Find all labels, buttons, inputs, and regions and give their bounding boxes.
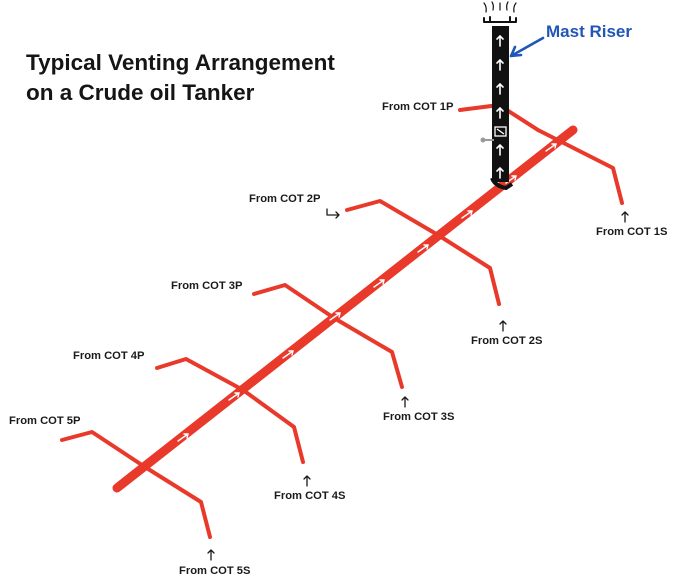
branch-cot4s bbox=[241, 388, 305, 464]
label-cot2s: From COT 2S bbox=[471, 335, 543, 347]
flow-arrow-icon bbox=[545, 143, 557, 152]
flow-arrow-icon bbox=[496, 58, 504, 71]
mast-flow-arrows bbox=[496, 34, 504, 179]
up-arrow-icon bbox=[303, 475, 311, 487]
flow-arrow-icon bbox=[496, 143, 504, 156]
label-cot2p: From COT 2P bbox=[249, 193, 321, 205]
mast-riser-pointer-arrow bbox=[509, 36, 545, 58]
flow-arrow-icon bbox=[417, 244, 429, 253]
mast-riser-bottom-bend bbox=[490, 177, 514, 191]
up-arrow-icon bbox=[499, 320, 507, 332]
flow-arrow-icon bbox=[228, 392, 240, 401]
flow-arrow-icon bbox=[373, 279, 385, 288]
branch-cot1s bbox=[536, 128, 624, 205]
mast-riser-label: Mast Riser bbox=[546, 22, 632, 41]
diagram-title-line-2: on a Crude oil Tanker bbox=[26, 80, 255, 105]
branch-cot3s bbox=[332, 316, 404, 389]
flow-arrow-icon bbox=[496, 82, 504, 95]
branch-cot3 bbox=[252, 283, 404, 389]
branch-cot2s bbox=[436, 233, 501, 306]
branch-cot2p bbox=[345, 199, 440, 237]
mast-riser-pipe bbox=[492, 26, 509, 182]
up-arrow-icon bbox=[621, 211, 629, 223]
main-vent-header bbox=[112, 125, 578, 493]
label-cot3p: From COT 3P bbox=[171, 280, 243, 292]
label-cot4p: From COT 4P bbox=[73, 350, 145, 362]
flow-arrow-icon bbox=[496, 106, 504, 119]
branch-cot5p bbox=[60, 430, 147, 469]
flow-arrow-icon bbox=[461, 210, 473, 219]
branch-cot4p bbox=[155, 357, 245, 392]
flow-arrow-icon bbox=[496, 34, 504, 47]
header-flow-arrows bbox=[177, 143, 557, 442]
flow-arrow-icon bbox=[282, 350, 294, 359]
flow-arrow-icon bbox=[329, 312, 341, 321]
label-cot1s: From COT 1S bbox=[596, 226, 668, 238]
mast-valve bbox=[494, 126, 507, 137]
up-arrow-icon bbox=[401, 396, 409, 408]
branch-cot4 bbox=[155, 357, 305, 464]
flow-arrow-icon bbox=[177, 433, 189, 442]
branch-cot5 bbox=[60, 430, 212, 539]
mast-riser bbox=[480, 1, 517, 191]
label-cot5p: From COT 5P bbox=[9, 415, 81, 427]
label-cot3s: From COT 3S bbox=[383, 411, 455, 423]
diagram-title-line-1: Typical Venting Arrangement bbox=[26, 50, 335, 75]
label-cot1p: From COT 1P bbox=[382, 101, 454, 113]
up-arrow-icon bbox=[207, 549, 215, 561]
branch-cot3p bbox=[252, 283, 336, 320]
vent-head-icon bbox=[483, 1, 517, 23]
mast-valve-knob bbox=[480, 137, 486, 143]
hook-arrow-icon bbox=[326, 208, 340, 219]
label-cot4s: From COT 4S bbox=[274, 490, 346, 502]
branch-cot5s bbox=[143, 465, 212, 539]
label-cot5s: From COT 5S bbox=[179, 565, 251, 576]
flow-arrow-icon bbox=[496, 166, 504, 179]
branch-cot2 bbox=[345, 199, 501, 306]
